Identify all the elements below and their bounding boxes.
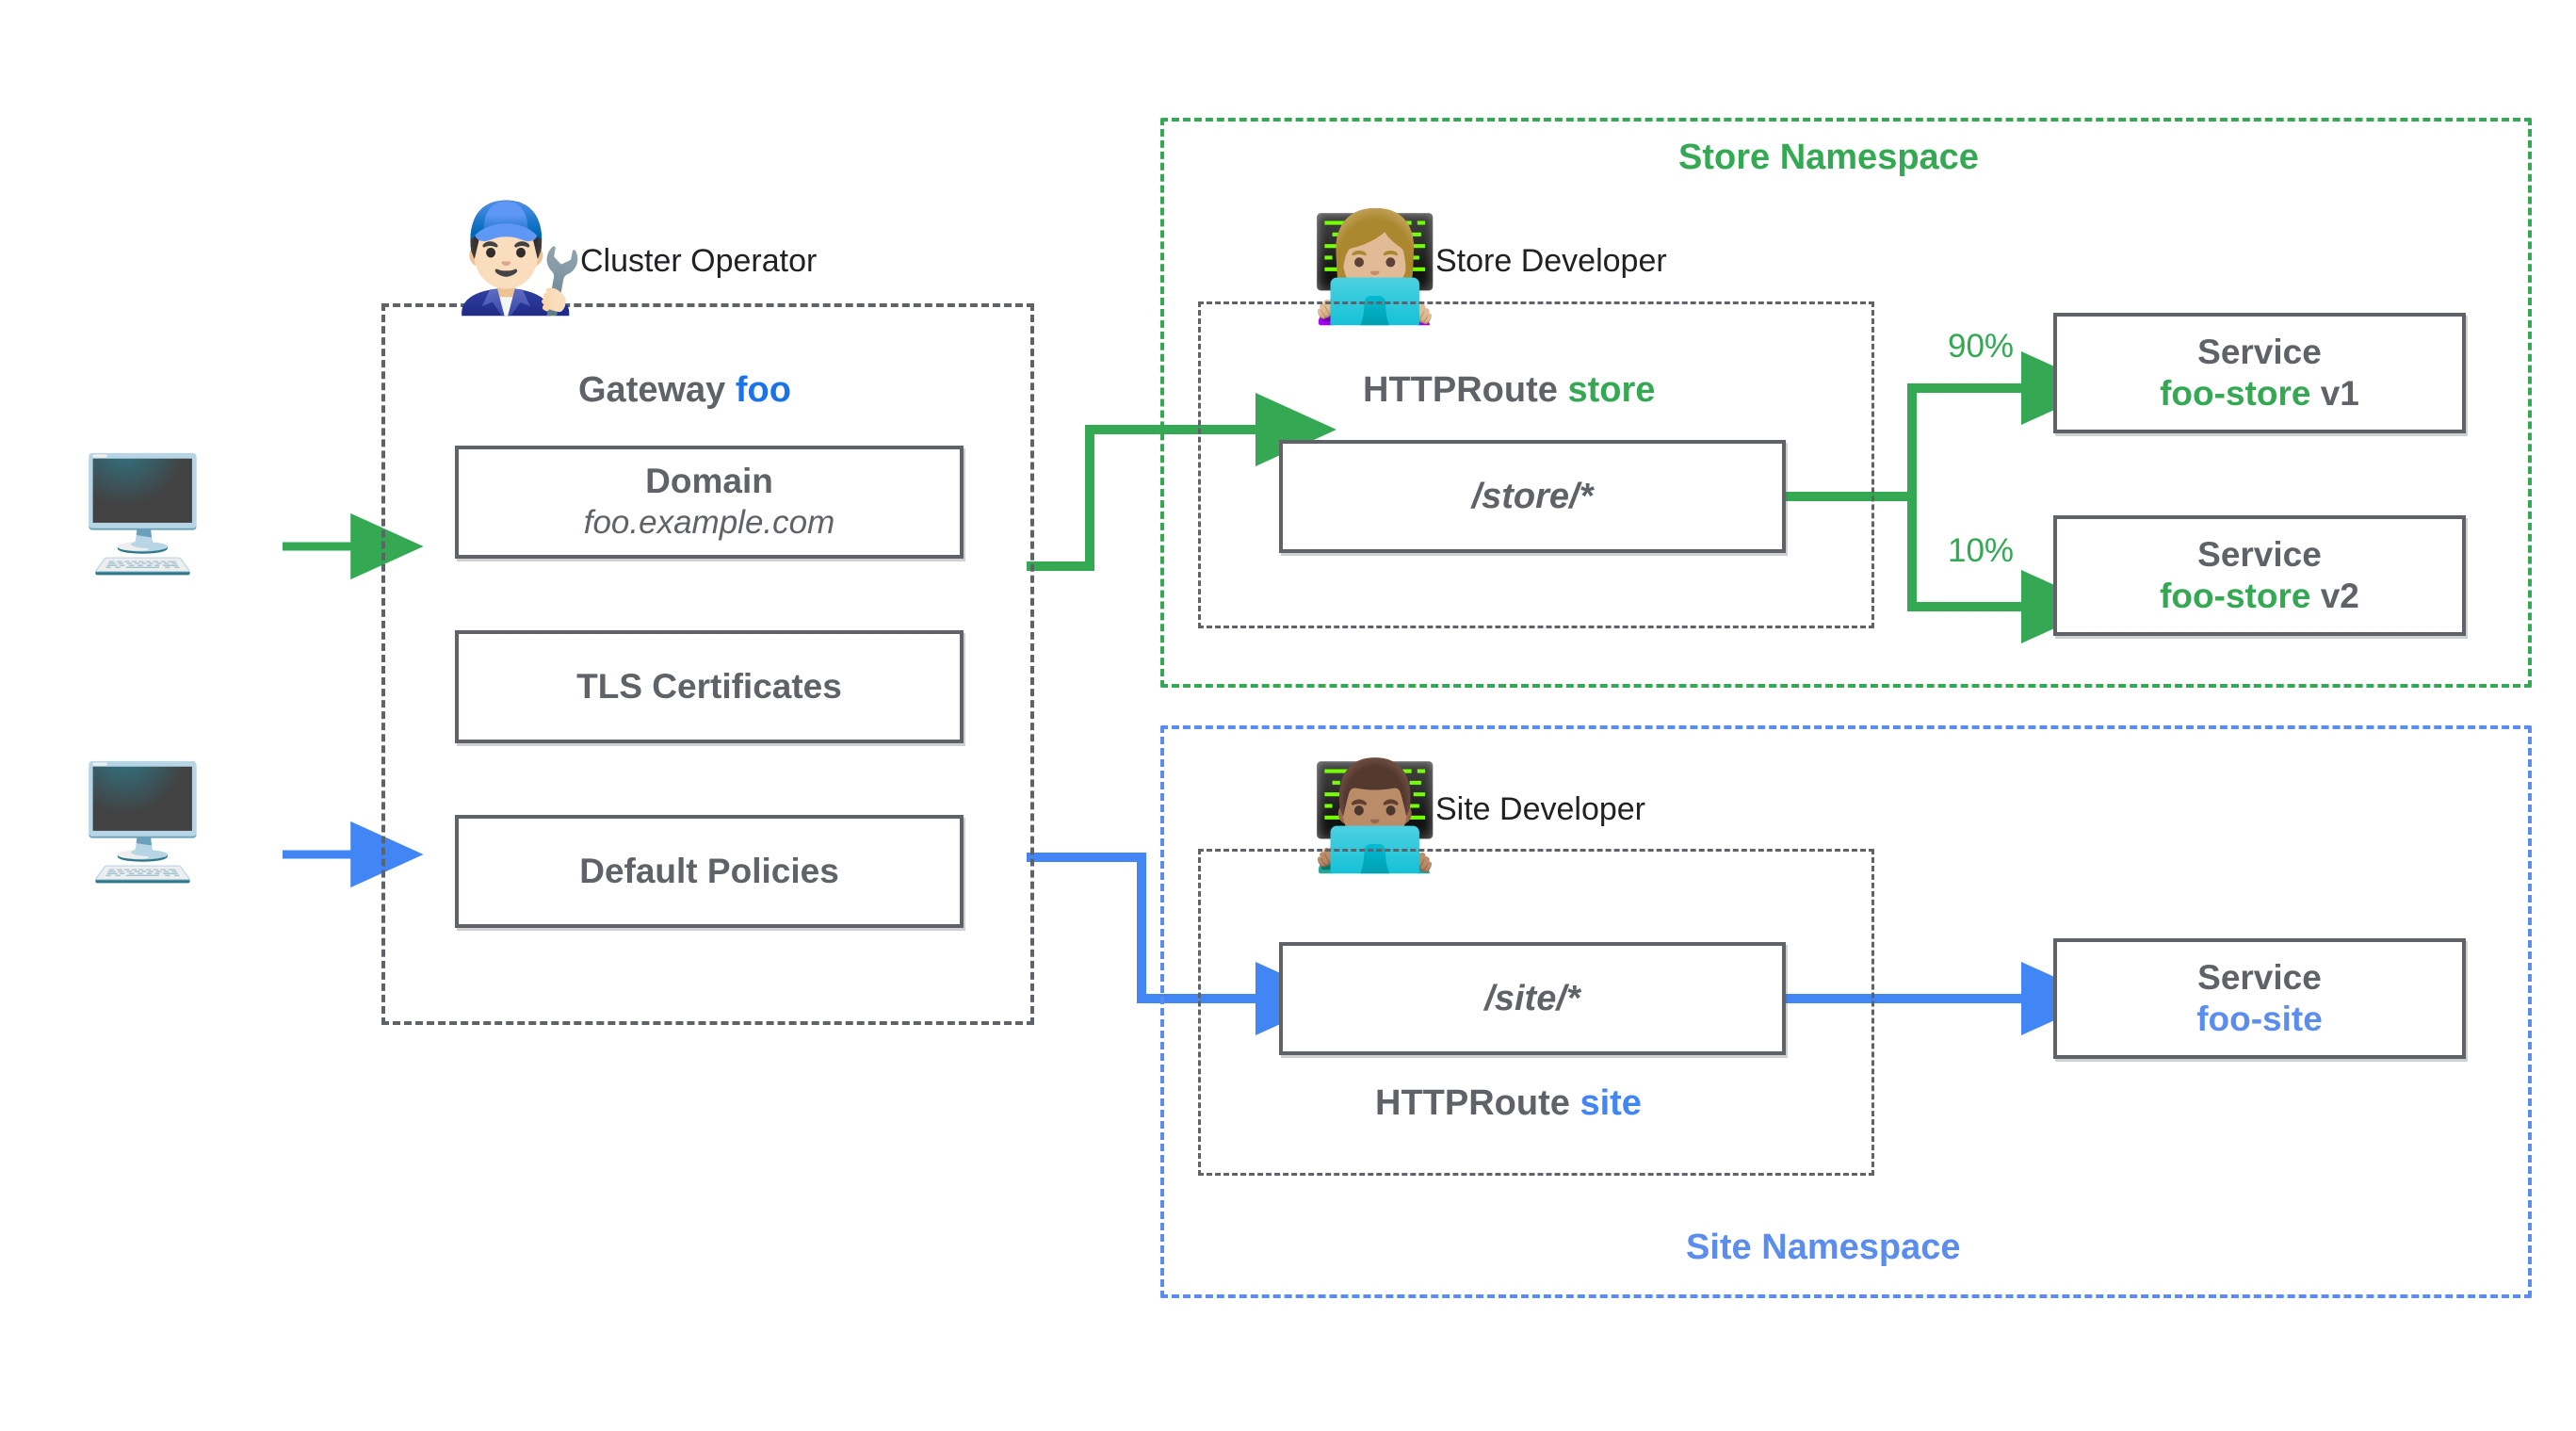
store-route-heading-prefix: HTTPRoute (1363, 370, 1558, 410)
store-backend-v2-kind: Service (2197, 535, 2322, 575)
site-route-path: /site/* (1484, 978, 1580, 1018)
store-route-path-box[interactable]: /store/* (1279, 440, 1786, 553)
site-route-heading: HTTPRoute site (1375, 1083, 1642, 1124)
site-namespace-title: Site Namespace (1686, 1228, 1961, 1267)
store-backend-v1-weight: 90% (1948, 328, 2015, 365)
store-route-path: /store/* (1471, 476, 1594, 516)
gateway-heading: Gateway foo (578, 370, 791, 411)
gateway-resource-tls[interactable]: TLS Certificates (455, 630, 964, 743)
gateway-resource-policies-title: Default Policies (579, 852, 839, 891)
site-route-path-box[interactable]: /site/* (1279, 942, 1786, 1055)
store-backend-v1[interactable]: Service foo-store v1 (2053, 313, 2466, 433)
site-httproute-container (1198, 849, 1874, 1176)
gateway-resource-tls-title: TLS Certificates (576, 667, 842, 707)
gateway-resource-domain-subtitle: foo.example.com (583, 503, 835, 541)
gateway-heading-prefix: Gateway (578, 370, 726, 410)
gateway-resource-policies[interactable]: Default Policies (455, 815, 964, 928)
desktop-computer-icon-1: 🖥️ (73, 452, 212, 577)
store-developer-label: Store Developer (1435, 243, 1667, 279)
desktop-computer-icon-2: 🖥️ (73, 760, 212, 885)
gateway-name: foo (735, 370, 791, 410)
store-backend-v2-version: v2 (2320, 577, 2359, 615)
store-backend-v1-name-row: foo-store v1 (2160, 373, 2359, 415)
store-backend-v1-version: v1 (2320, 374, 2359, 413)
gateway-container (381, 303, 1034, 1025)
store-backend-v2-name-row: foo-store v2 (2160, 576, 2359, 617)
cluster-operator-label: Cluster Operator (580, 243, 818, 279)
store-backend-v2[interactable]: Service foo-store v2 (2053, 515, 2466, 636)
site-route-heading-prefix: HTTPRoute (1375, 1083, 1570, 1123)
store-backend-v1-name: foo-store (2160, 374, 2311, 413)
gateway-resource-domain-title: Domain (645, 462, 773, 501)
site-backend-name-row: foo-site (2196, 999, 2323, 1040)
store-namespace-title: Store Namespace (1678, 138, 1979, 177)
site-backend-kind: Service (2197, 958, 2322, 998)
store-httproute-container (1198, 301, 1874, 628)
store-backend-v2-weight: 10% (1948, 532, 2015, 569)
man-mechanic-icon: 👨🏻‍🔧 (454, 199, 586, 317)
site-developer-label: Site Developer (1435, 791, 1646, 827)
site-namespace-container (1160, 725, 2532, 1298)
store-backend-v1-kind: Service (2197, 333, 2322, 372)
site-route-name: site (1580, 1083, 1642, 1123)
site-backend-service[interactable]: Service foo-site (2053, 938, 2466, 1059)
site-backend-name: foo-site (2196, 1000, 2323, 1038)
store-namespace-container (1160, 118, 2532, 688)
store-route-heading: HTTPRoute store (1363, 370, 1655, 411)
store-route-name: store (1567, 370, 1656, 410)
store-backend-v2-name: foo-store (2160, 577, 2311, 615)
gateway-resource-domain[interactable]: Domain foo.example.com (455, 446, 964, 559)
